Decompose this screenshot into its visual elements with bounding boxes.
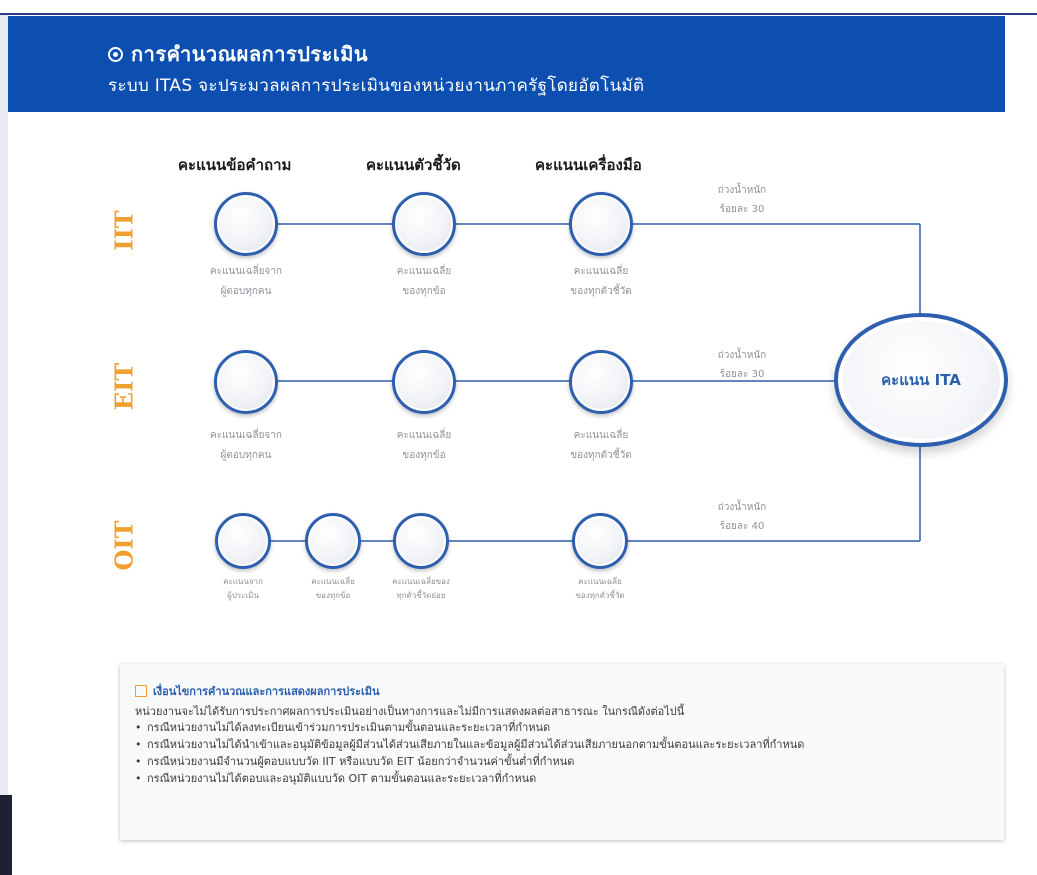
iit-weight: ถ่วงน้ำหนัก ร้อยละ 30 xyxy=(702,181,782,219)
caption-line: คะแนนเฉลี่ย xyxy=(396,430,452,441)
conditions-intro: หน่วยงานจะไม่ได้รับการประกาศผลการประเมิน… xyxy=(135,705,685,718)
header-title: การคำนวณผลการประเมิน xyxy=(131,42,369,66)
caption-line: คะแนนเฉลี่ย xyxy=(311,577,355,586)
iit-caption-3: คะแนนเฉลี่ย ของทุกตัวชี้วัด xyxy=(541,262,661,302)
ita-score-label: คะแนน ITA xyxy=(881,371,961,389)
oit-caption-1: คะแนนจาก ผู้ประเมิน xyxy=(198,575,288,603)
header-banner: การคำนวณผลการประเมิน ระบบ ITAS จะประมวลผ… xyxy=(8,16,1005,112)
weight-line: ร้อยละ 30 xyxy=(719,369,765,380)
caption-line: ผู้ประเมิน xyxy=(227,591,259,600)
oit-caption-2: คะแนนเฉลี่ย ของทุกข้อ xyxy=(288,575,378,603)
caption-line: ผู้ตอบทุกคน xyxy=(220,450,272,461)
row-label-oit: OIT xyxy=(109,520,139,571)
header-title-row: การคำนวณผลการประเมิน xyxy=(108,38,368,70)
ita-score-node: คะแนน ITA xyxy=(834,313,1008,447)
column-header-tool-score: คะแนนเครื่องมือ xyxy=(535,156,642,174)
row-label-iit: IIT xyxy=(109,210,139,251)
weight-line: ร้อยละ 30 xyxy=(719,204,765,215)
caption-line: ของทุกตัวชี้วัด xyxy=(570,450,632,461)
condition-item: กรณีหน่วยงานไม่ได้นำเข้าและอนุมัติข้อมูล… xyxy=(135,736,985,753)
oit-assessor-score-node xyxy=(215,513,271,569)
caption-line: คะแนนเฉลี่ยจาก xyxy=(210,266,282,277)
eit-caption-1: คะแนนเฉลี่ยจาก ผู้ตอบทุกคน xyxy=(186,426,306,466)
conditions-title-row: เงื่อนไขการคำนวณและการแสดงผลการประเมิน xyxy=(135,682,380,700)
weight-line: ถ่วงน้ำหนัก xyxy=(717,185,767,196)
oit-weight: ถ่วงน้ำหนัก ร้อยละ 40 xyxy=(702,498,782,536)
weight-line: ร้อยละ 40 xyxy=(719,521,765,532)
caption-line: ของทุกข้อ xyxy=(315,591,351,600)
edit-note-icon xyxy=(135,685,147,697)
caption-line: คะแนนเฉลี่ย xyxy=(578,577,622,586)
eit-indicator-score-node xyxy=(392,350,456,414)
oit-caption-4: คะแนนเฉลี่ย ของทุกตัวชี้วัด xyxy=(555,575,645,603)
iit-indicator-score-node xyxy=(392,192,456,256)
top-border-line xyxy=(0,13,1037,15)
caption-line: คะแนนเฉลี่ย xyxy=(396,266,452,277)
eit-caption-2: คะแนนเฉลี่ย ของทุกข้อ xyxy=(364,426,484,466)
caption-line: คะแนนเฉลี่ย xyxy=(573,266,629,277)
column-header-indicator-score: คะแนนตัวชี้วัด xyxy=(366,156,461,174)
window-edge xyxy=(0,795,12,875)
eit-weight: ถ่วงน้ำหนัก ร้อยละ 30 xyxy=(702,346,782,384)
condition-item: กรณีหน่วยงานไม่ได้ตอบและอนุมัติแบบวัด OI… xyxy=(135,770,985,787)
eit-caption-3: คะแนนเฉลี่ย ของทุกตัวชี้วัด xyxy=(541,426,661,466)
caption-line: ทุกตัวชี้วัดย่อย xyxy=(396,591,446,600)
caption-line: คะแนนเฉลี่ย xyxy=(573,430,629,441)
conditions-list: กรณีหน่วยงานไม่ได้ลงทะเบียนเข้าร่วมการปร… xyxy=(135,719,985,787)
header-subtitle: ระบบ ITAS จะประมวลผลการประเมินของหน่วยงา… xyxy=(108,76,645,96)
iit-tool-score-node xyxy=(569,192,633,256)
caption-line: ของทุกตัวชี้วัด xyxy=(575,591,625,600)
condition-item: กรณีหน่วยงานมีจำนวนผู้ตอบแบบวัด IIT หรือ… xyxy=(135,753,985,770)
row-label-eit: EIT xyxy=(109,362,139,411)
iit-caption-2: คะแนนเฉลี่ย ของทุกข้อ xyxy=(364,262,484,302)
conditions-title: เงื่อนไขการคำนวณและการแสดงผลการประเมิน xyxy=(153,685,380,698)
caption-line: คะแนนเฉลี่ยจาก xyxy=(210,430,282,441)
oit-item-score-node xyxy=(305,513,361,569)
iit-caption-1: คะแนนเฉลี่ยจาก ผู้ตอบทุกคน xyxy=(186,262,306,302)
conditions-box: เงื่อนไขการคำนวณและการแสดงผลการประเมิน ห… xyxy=(120,664,1004,840)
oit-caption-3: คะแนนเฉลี่ยของ ทุกตัวชี้วัดย่อย xyxy=(376,575,466,603)
condition-item: กรณีหน่วยงานไม่ได้ลงทะเบียนเข้าร่วมการปร… xyxy=(135,719,985,736)
eit-question-score-node xyxy=(214,350,278,414)
caption-line: ผู้ตอบทุกคน xyxy=(220,286,272,297)
caption-line: คะแนนจาก xyxy=(223,577,263,586)
left-margin-bar xyxy=(0,15,8,795)
weight-line: ถ่วงน้ำหนัก xyxy=(717,350,767,361)
bullet-circle-icon xyxy=(108,46,123,62)
caption-line: ของทุกตัวชี้วัด xyxy=(570,286,632,297)
oit-subindicator-score-node xyxy=(393,513,449,569)
oit-indicator-score-node xyxy=(572,513,628,569)
column-header-question-score: คะแนนข้อคำถาม xyxy=(178,156,292,174)
caption-line: ของทุกข้อ xyxy=(402,286,446,297)
iit-question-score-node xyxy=(214,192,278,256)
eit-tool-score-node xyxy=(569,350,633,414)
weight-line: ถ่วงน้ำหนัก xyxy=(717,502,767,513)
caption-line: ของทุกข้อ xyxy=(402,450,446,461)
caption-line: คะแนนเฉลี่ยของ xyxy=(392,577,450,586)
